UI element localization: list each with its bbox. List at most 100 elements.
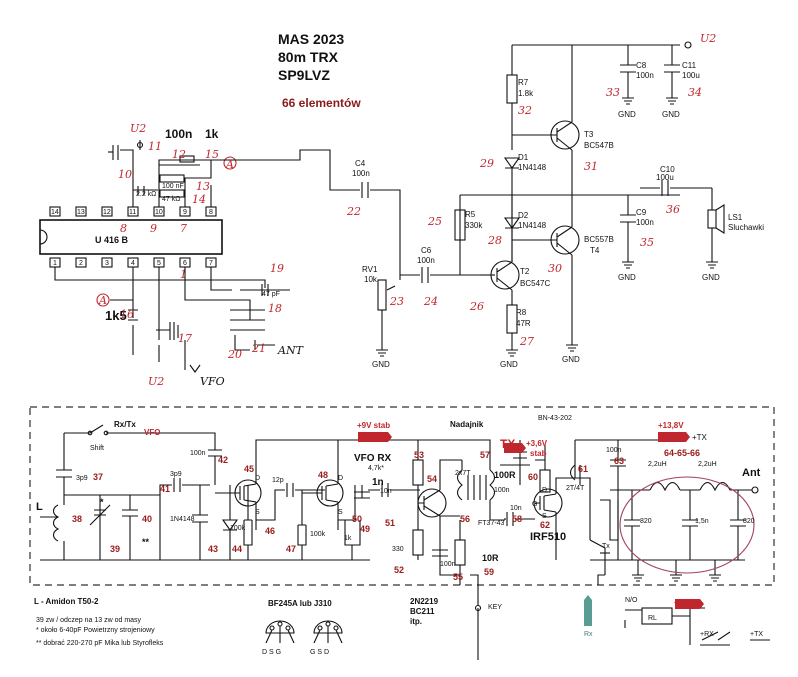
u2-right-label: U2 (700, 32, 716, 45)
badge-9v-shape (358, 432, 392, 442)
double-star-mark: ** (142, 537, 150, 547)
hw-a-left: A (98, 294, 107, 307)
d1-label: D1 (518, 153, 529, 162)
ant-label: ANT (277, 344, 305, 357)
no-label: N/O (625, 597, 638, 604)
num-54: 54 (427, 474, 437, 484)
hw-pin-9: 9 (150, 222, 157, 235)
r4k7-label: 4,7k* (368, 465, 384, 472)
fet-note: BF245A lub J310 (268, 599, 332, 608)
l-label: L (36, 501, 43, 513)
num-41: 41 (160, 484, 170, 494)
c100n-b-label: 100n (440, 561, 456, 568)
num-39: 39 (110, 544, 120, 554)
hw-a-top: A (225, 158, 234, 171)
hw-26: 26 (469, 300, 484, 313)
d2-value: 1N4148 (518, 221, 547, 230)
t4-value: BC557B (584, 235, 614, 244)
hw-36: 36 (666, 203, 680, 216)
num-44: 44 (232, 544, 242, 554)
ft37-label: FT37-43 (478, 520, 505, 527)
hw-31: 31 (584, 160, 598, 173)
c8-value: 100n (636, 71, 654, 80)
num-49: 49 (360, 524, 370, 534)
r5-value: 330k (465, 221, 483, 230)
hw-24: 24 (423, 295, 438, 308)
badge-36v-label: +3,6V (526, 439, 548, 448)
callsign: SP9LVZ (278, 67, 330, 83)
num-62: 62 (540, 520, 550, 530)
badge-36v-shape (504, 443, 526, 453)
ic-pin-7: 7 (209, 260, 213, 267)
vfo-label-bottom: VFO (144, 428, 160, 437)
ant-label-bottom: Ant (742, 467, 761, 479)
r1k-label-bottom: 1k (344, 535, 352, 542)
ic-pin-6: 6 (183, 260, 187, 267)
l22-b-label: 2,2uH (698, 461, 717, 468)
ic-pin-8: 8 (209, 209, 213, 216)
fet-pinouts (265, 620, 343, 644)
c9-label: C9 (636, 208, 647, 217)
hw-17: 17 (178, 332, 192, 345)
note-line-2: * około 6-40pF Powietrzny strojeniowy (36, 627, 155, 634)
c11-label: C11 (682, 61, 697, 70)
t2-value: BC547C (520, 279, 550, 288)
ic-wiring (54, 140, 360, 373)
ls1-value: Sluchawki (728, 223, 764, 232)
c3p9-b-label: 3p9 (170, 471, 182, 478)
num-57: 57 (480, 450, 490, 460)
gnd-t4: GND (562, 355, 580, 364)
ic-pin-4: 4 (131, 260, 135, 267)
transistor-c: itp. (410, 617, 422, 626)
num-42: 42 (218, 455, 228, 465)
note-core: L - Amidon T50-2 (34, 597, 99, 606)
c100r-label: 100R (494, 470, 516, 480)
hw-23: 23 (389, 295, 404, 308)
t3-value: BC547B (584, 141, 614, 150)
num-61: 61 (578, 464, 588, 474)
t4-label: T4 (590, 246, 600, 255)
badge-138v-label: +13,8V (658, 421, 684, 430)
r5-label: R5 (465, 210, 476, 219)
fet2-d: D (338, 475, 343, 482)
plus-tx-label: +TX (692, 433, 708, 442)
shift-label: Shift (90, 445, 104, 452)
ic-pin-10: 10 (155, 209, 163, 216)
irf-s: S (542, 513, 547, 520)
badge-9v-label: +9V stab (357, 421, 390, 430)
c100n-a-label: 100n (190, 450, 206, 457)
num-51: 51 (385, 518, 395, 528)
c15n-label: 1,5n (695, 518, 709, 525)
key-label: KEY (488, 604, 502, 611)
rv1-label: RV1 (362, 265, 378, 274)
irf-d: D (542, 487, 547, 494)
t2t4-label: 2T/4T (566, 485, 585, 492)
hw-30: 30 (548, 262, 562, 275)
star-mark: * (100, 497, 104, 507)
hw-25: 25 (427, 215, 442, 228)
hw-pin-8: 8 (120, 222, 127, 235)
hw-14: 14 (192, 193, 206, 206)
hw-28: 28 (487, 234, 502, 247)
ic-label: U 416 B (95, 235, 129, 245)
hw-32: 32 (518, 104, 532, 117)
bn43-label: BN-43-202 (538, 415, 572, 422)
c100nf-label: 100 nF (162, 183, 184, 190)
fet-pins-2: G S D (310, 649, 329, 656)
c820-b-label: 820 (743, 518, 755, 525)
band-label: 80m TRX (278, 49, 339, 65)
hw-35: 35 (640, 236, 654, 249)
hw-18: 18 (268, 302, 282, 315)
c47pf-label: 47 pF (262, 291, 280, 298)
ic-pin-3: 3 (105, 260, 109, 267)
hw-19: 19 (270, 262, 284, 275)
hw-12: 12 (172, 148, 186, 161)
nadajnik-label: Nadajnik (450, 420, 484, 429)
num-63: 63 (614, 456, 624, 466)
hw-11: 11 (148, 140, 162, 153)
fet1-s: S (255, 509, 260, 516)
r7-label: R7 (518, 78, 529, 87)
badge-138v-shape (658, 432, 690, 442)
filter-circle (619, 476, 755, 574)
